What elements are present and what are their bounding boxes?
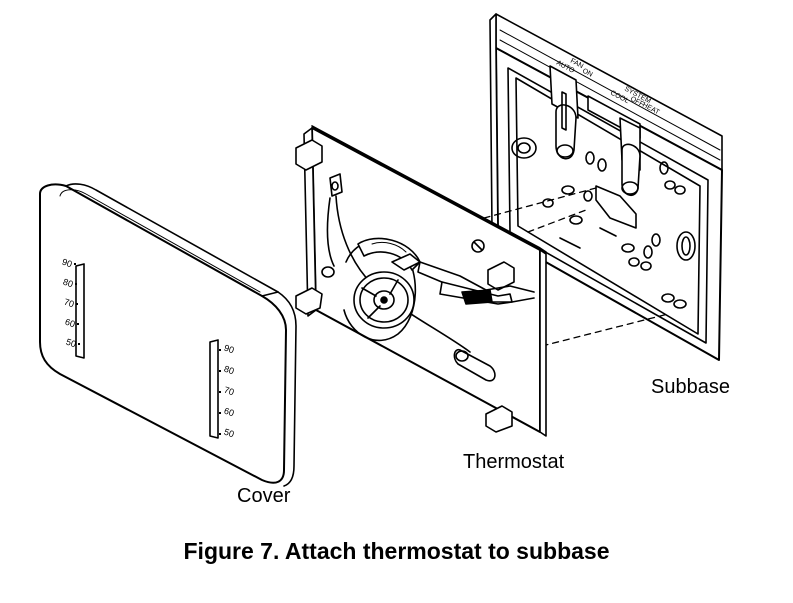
- cover-part: [39, 183, 297, 487]
- thermostat-label: Thermostat: [463, 451, 565, 473]
- cover-scale-tick: [75, 283, 77, 285]
- cover-scale-tick: [219, 370, 221, 372]
- subbase-label: Subbase: [651, 376, 730, 398]
- cover-scale-tick: [219, 391, 221, 393]
- cover-scale-tick: [77, 323, 79, 325]
- cover-scale-tick: [219, 349, 221, 351]
- cover-scale-tick: [74, 263, 76, 265]
- thermostat-part: [295, 125, 547, 437]
- cover-scale-tick: [219, 412, 221, 414]
- subbase-on-mark: ON: [581, 68, 594, 79]
- cover-scale-tick: [78, 343, 80, 345]
- cover-scale-tick: [76, 303, 78, 305]
- subbase-part: FAN AUTO ON SYSTEM COOL OFF HEAT: [489, 13, 723, 361]
- cover-scale-tick: [219, 433, 221, 435]
- cover-label: Cover: [237, 485, 291, 507]
- figure-caption: Figure 7. Attach thermostat to subbase: [183, 538, 610, 564]
- alignment-lines: [483, 187, 669, 347]
